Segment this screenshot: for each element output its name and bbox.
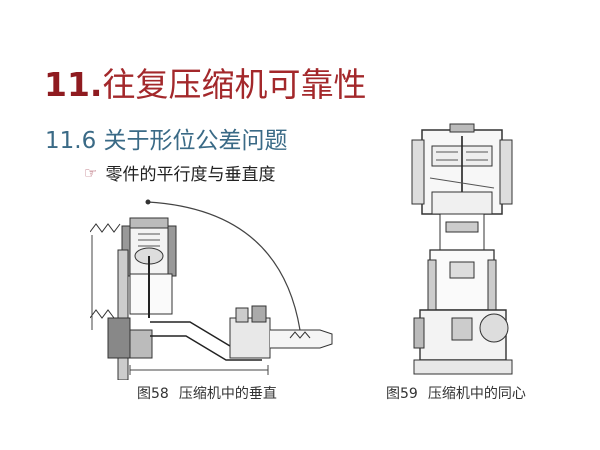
slide-title: 11.往复压缩机可靠性 bbox=[44, 58, 366, 106]
caption-text: 压缩机中的同心 bbox=[427, 386, 526, 402]
title-text: 往复压缩机可靠性 bbox=[102, 65, 367, 104]
figure-59-drawing bbox=[411, 123, 513, 375]
pointing-hand-icon: ☞ bbox=[84, 163, 98, 182]
figure-58-drawing bbox=[90, 199, 333, 380]
caption-label: 图58 bbox=[137, 386, 169, 402]
caption-text: 压缩机中的垂直 bbox=[178, 386, 277, 402]
bullet-item: ☞ 零件的平行度与垂直度 bbox=[84, 160, 276, 186]
figure-58-caption: 图58 压缩机中的垂直 bbox=[137, 383, 277, 403]
bullet-text: 零件的平行度与垂直度 bbox=[105, 165, 276, 185]
section-subtitle: 11.6 关于形位公差问题 bbox=[45, 128, 288, 154]
title-number: 11. bbox=[44, 65, 103, 104]
figure-59-caption: 图59 压缩机中的同心 bbox=[386, 383, 526, 403]
caption-label: 图59 bbox=[386, 386, 418, 402]
